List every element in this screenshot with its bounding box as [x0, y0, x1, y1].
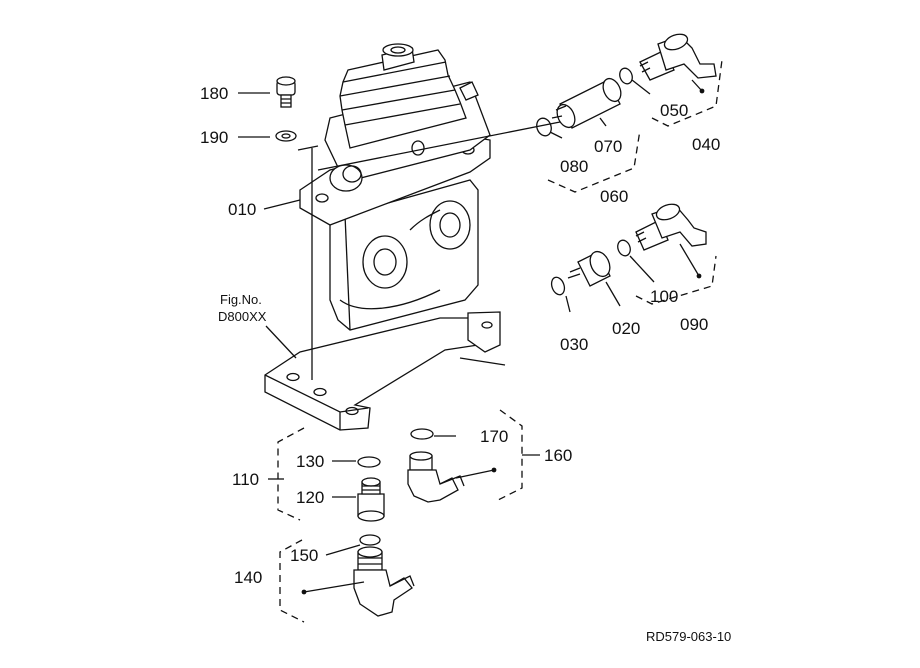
callout-090: 090: [680, 315, 708, 334]
leader-line: [303, 581, 365, 593]
leader-line: [263, 199, 301, 210]
callout-170: 170: [480, 427, 508, 446]
callout-140: 140: [234, 568, 262, 587]
callout-050: 050: [660, 101, 688, 120]
o-ring-170: [410, 428, 434, 440]
callout-150: 150: [290, 546, 318, 565]
washer-190: [275, 130, 297, 142]
leader-line: [691, 79, 703, 92]
callout-030: 030: [560, 335, 588, 354]
leader-line: [297, 145, 319, 151]
elbow-fitting-040: [639, 33, 717, 81]
group-bracket-140: [279, 539, 305, 623]
leader-line: [317, 121, 561, 171]
leader-line: [631, 79, 651, 95]
leader-line: [549, 131, 563, 139]
group-bracket-110: [277, 427, 305, 521]
callout-010: 010: [228, 200, 256, 219]
group-bracket-160: [497, 409, 523, 501]
callout-070: 070: [594, 137, 622, 156]
bolt-180: [276, 76, 296, 108]
o-ring-100: [617, 239, 631, 257]
callout-120: 120: [296, 488, 324, 507]
callout-180: 180: [200, 84, 228, 103]
o-ring-050: [619, 67, 633, 85]
drawing-id: RD579-063-10: [646, 629, 731, 644]
group-bracket-090: [635, 255, 717, 305]
leader-line: [605, 281, 621, 307]
leader-line: [629, 255, 655, 283]
callout-100: 100: [650, 287, 678, 306]
callout-160: 160: [544, 446, 572, 465]
figure-ref-code: D800XX: [218, 309, 267, 324]
o-ring-130: [357, 456, 381, 468]
callout-060: 060: [600, 187, 628, 206]
leader-line: [325, 544, 361, 556]
elbow-fitting-090: [635, 203, 707, 251]
leader-line: [565, 295, 571, 313]
callout-040: 040: [692, 135, 720, 154]
o-ring-030: [550, 276, 566, 296]
group-bracket-060: [547, 129, 641, 193]
leader-line: [679, 243, 700, 277]
elbow-fitting-160: [407, 451, 465, 503]
adapter-120: [357, 477, 385, 522]
leader-line: [599, 117, 607, 127]
callout-190: 190: [200, 128, 228, 147]
callout-020: 020: [612, 319, 640, 338]
adapter-070: [551, 77, 622, 129]
figure-ref-label: Fig.No.: [220, 292, 262, 307]
adapter-020: [567, 250, 611, 287]
callout-080: 080: [560, 157, 588, 176]
o-ring-080: [536, 117, 552, 137]
callout-110: 110: [232, 470, 259, 489]
leader-line: [455, 469, 495, 479]
leader-line: [265, 325, 297, 359]
callout-130: 130: [296, 452, 324, 471]
elbow-fitting-140: [353, 546, 415, 617]
valve-body-010: [264, 43, 506, 431]
o-ring-150: [359, 534, 381, 546]
